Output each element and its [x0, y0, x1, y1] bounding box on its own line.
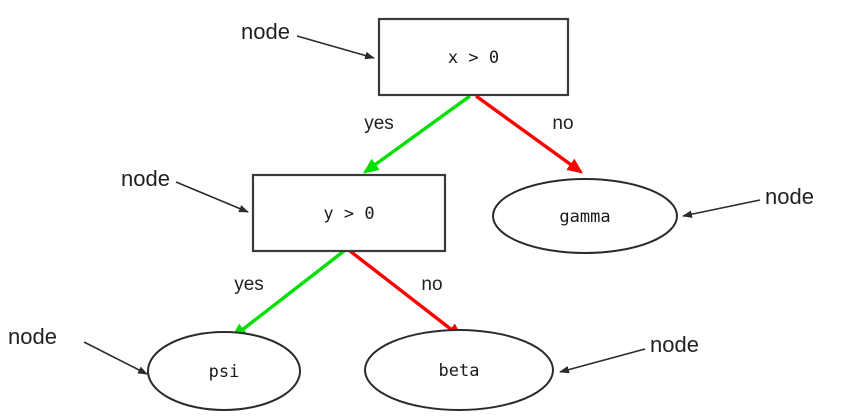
decision-node-second-label: y > 0 — [323, 204, 374, 224]
edge-label-second-no: no — [421, 274, 442, 295]
edge-second-yes — [231, 249, 346, 339]
leaf-node-beta-label: beta — [439, 361, 480, 381]
annotation-label-root: node — [241, 19, 290, 44]
leaf-node-gamma-label: gamma — [559, 207, 610, 227]
edge-label-root-no: no — [552, 113, 573, 134]
decision-node-root-label: x > 0 — [448, 48, 499, 68]
annotation-label-second: node — [121, 166, 170, 191]
annotation-leader-gamma — [682, 199, 761, 218]
edge-label-root-yes: yes — [364, 113, 394, 134]
leaf-node-gamma[interactable] — [492, 178, 678, 254]
leaf-node-beta[interactable] — [364, 329, 554, 411]
leaf-node-psi-label: psi — [209, 362, 240, 382]
decision-node-root[interactable] — [377, 17, 570, 97]
annotation-leader-root — [296, 35, 375, 60]
annotation-label-psi: node — [8, 324, 57, 349]
annotation-leader-beta — [559, 348, 646, 374]
decision-node-second[interactable] — [251, 173, 447, 253]
edge-second-no — [348, 249, 463, 339]
annotation-label-beta: node — [650, 332, 699, 357]
leaf-node-psi[interactable] — [147, 331, 301, 411]
annotation-leader-second — [175, 181, 249, 213]
edge-label-second-yes: yes — [234, 274, 264, 295]
annotation-leader-psi — [83, 341, 148, 375]
annotation-label-gamma: node — [765, 184, 814, 209]
edge-root-yes — [362, 94, 471, 174]
edge-root-no — [475, 94, 584, 174]
